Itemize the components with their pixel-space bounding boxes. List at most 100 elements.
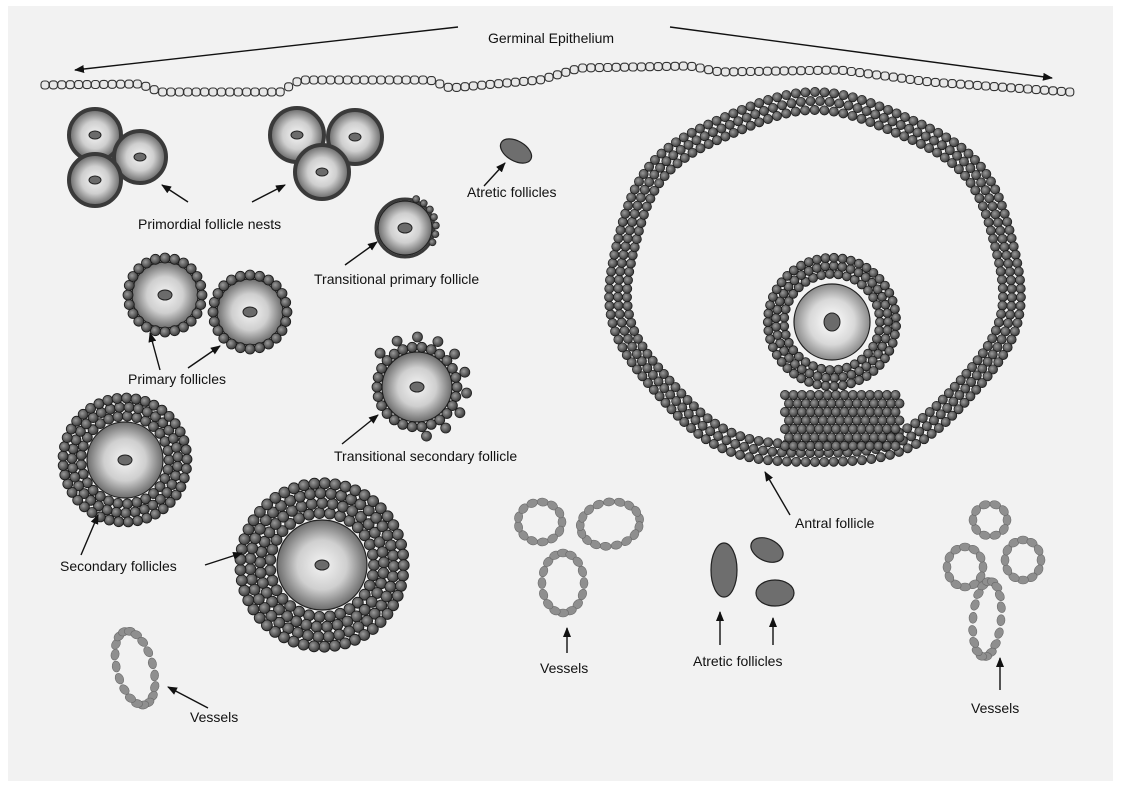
endothelial-cell [1037,555,1045,566]
granulosa-cell-icon [420,200,427,207]
cumulus-cell-icon [797,424,806,433]
granulosa-cell-icon [890,305,899,314]
granulosa-cell-icon [413,332,423,342]
granulosa-cell-icon [838,381,847,390]
cumulus-cell-icon [848,407,857,416]
epithelial-cell [831,66,839,74]
granulosa-cell-icon [839,91,848,100]
granulosa-cell-icon [311,621,322,632]
epithelial-cell [545,73,553,81]
granulosa-cell-icon [281,317,291,327]
cumulus-cell-icon [780,441,789,450]
epithelial-cell [789,67,797,75]
granulosa-cell-icon [170,326,180,336]
granulosa-cell-icon [94,399,104,409]
cumulus-cell-icon [823,407,832,416]
cumulus-cell-icon [874,390,883,399]
granulosa-cell-icon [176,482,186,492]
granulosa-cell-icon [315,488,326,499]
granulosa-cell-icon [432,222,439,229]
granulosa-cell-icon [1007,234,1016,243]
epithelial-cell [637,63,645,71]
epithelial-cell [268,88,276,96]
cumulus-cell-icon [818,416,827,425]
epithelial-cell [730,68,738,76]
granulosa-cell-icon [619,250,628,259]
epithelial-cell [520,77,528,85]
granulosa-cell-icon [839,373,848,382]
epithelial-cell [797,67,805,75]
epithelial-cell [772,67,780,75]
granulosa-cell-icon [848,111,857,120]
granulosa-cell-icon [417,342,427,352]
epithelial-cell [150,86,158,94]
granulosa-cell-icon [791,89,800,98]
granulosa-cell-icon [622,293,631,302]
granulosa-cell-icon [738,125,747,134]
granulosa-cell-icon [867,454,876,463]
granulosa-cell-icon [1016,301,1025,310]
granulosa-cell-icon [764,438,773,447]
cumulus-cell-icon [882,390,891,399]
epithelial-cell [369,76,377,84]
granulosa-cell-icon [745,434,754,443]
granulosa-cell-icon [755,118,764,127]
epithelial-cell [805,67,813,75]
epithelial-cell [352,76,360,84]
granulosa-cell-icon [115,402,125,412]
granulosa-cell-icon [142,513,152,523]
granulosa-cell-icon [996,226,1005,235]
granulosa-cell-icon [782,91,791,100]
granulosa-cell-icon [332,619,343,630]
granulosa-cell-icon [235,343,245,353]
label-atretic-follicles-bottom: Atretic follicles [693,653,782,669]
cumulus-cell-icon [814,407,823,416]
granulosa-cell-icon [763,114,772,123]
cumulus-cell-icon [814,424,823,433]
cumulus-cell-icon [878,416,887,425]
cumulus-cell-icon [895,416,904,425]
cumulus-cell-icon [814,441,823,450]
epithelial-cell [83,81,91,89]
cumulus-cell-icon [882,441,891,450]
epithelial-cell [234,88,242,96]
cumulus-cell-icon [865,441,874,450]
granulosa-cell-icon [113,412,123,422]
nucleus-icon [824,313,840,331]
granulosa-cell-icon [986,226,995,235]
epithelial-cell [495,80,503,88]
epithelial-cell [1007,84,1015,92]
atretic-follicle-icon [711,543,737,597]
granulosa-cell-icon [378,557,389,568]
epithelial-cell [217,88,225,96]
granulosa-cell-icon [998,234,1007,243]
granulosa-cell-icon [1016,293,1025,302]
epithelial-cell [1057,87,1065,95]
cumulus-cell-icon [806,407,815,416]
granulosa-cell-icon [265,565,276,576]
granulosa-cell-icon [813,380,822,389]
epithelial-cell [167,88,175,96]
granulosa-cell-icon [812,264,821,273]
epithelial-cell [705,66,713,74]
granulosa-cell-icon [991,242,1000,251]
epithelial-cell [957,80,965,88]
epithelial-cell [579,64,587,72]
granulosa-cell-icon [820,457,829,466]
granulosa-cell-icon [605,293,614,302]
granulosa-cell-icon [235,554,246,565]
epithelial-cell [570,66,578,74]
granulosa-cell-icon [396,580,407,591]
granulosa-cell-icon [382,530,393,541]
cumulus-cell-icon [891,407,900,416]
granulosa-cell-icon [1005,267,1014,276]
granulosa-cell-icon [289,483,300,494]
cumulus-cell-icon [823,390,832,399]
cumulus-cell-icon [806,424,815,433]
epithelial-cell [75,81,83,89]
granulosa-cell-icon [612,242,621,251]
granulosa-cell-icon [857,95,866,104]
granulosa-cell-icon [1003,217,1012,226]
granulosa-cell-icon [806,97,815,106]
granulosa-cell-icon [623,234,632,243]
